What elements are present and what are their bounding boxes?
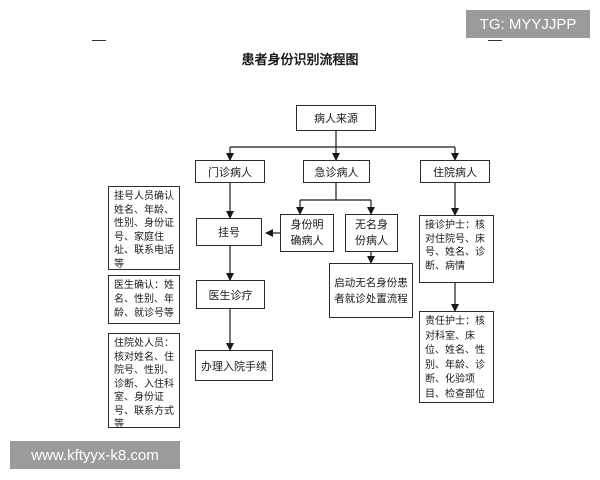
node-identity-known: 身份明 确病人 (280, 214, 334, 252)
node-admission: 办理入院手续 (195, 350, 273, 381)
note-doctor: 医生确认：姓 名、性别、年 龄、就诊号等 (108, 275, 180, 324)
node-inpatient: 住院病人 (420, 160, 490, 183)
node-duty-nurse: 责任护士：核 对科室、床 位、姓名、性 别、年龄、诊 断、化验项 目、检查部位 (419, 311, 494, 403)
page-title: 患者身份识别流程图 (241, 53, 359, 68)
node-anonymous-process: 启动无名身份患 者就诊处置流程 (329, 263, 413, 318)
node-emergency: 急诊病人 (303, 160, 370, 183)
corner-mark-left (92, 40, 106, 41)
note-admission: 住院处人员： 核对姓名、住 院号、性别、 诊断、入住科 室、身份证 号、联系方式… (108, 333, 180, 428)
note-registrar: 挂号人员确认 姓名、年龄、 性别、身份证 号、家庭住 址、联系电话 等 (108, 186, 180, 270)
corner-mark-right (488, 40, 502, 41)
watermark-url: www.kftyyx-k8.com (10, 441, 180, 469)
node-doctor-visit: 医生诊疗 (196, 280, 265, 309)
node-reception-nurse: 接诊护士：核 对住院号、床 号、姓名、诊 断、病情 (419, 215, 494, 283)
node-anonymous: 无名身 份病人 (345, 214, 398, 252)
node-outpatient: 门诊病人 (195, 160, 265, 183)
node-registration: 挂号 (196, 218, 262, 246)
watermark-tg: TG: MYYJJPP (466, 10, 590, 38)
node-patient-source: 病人来源 (296, 105, 376, 131)
